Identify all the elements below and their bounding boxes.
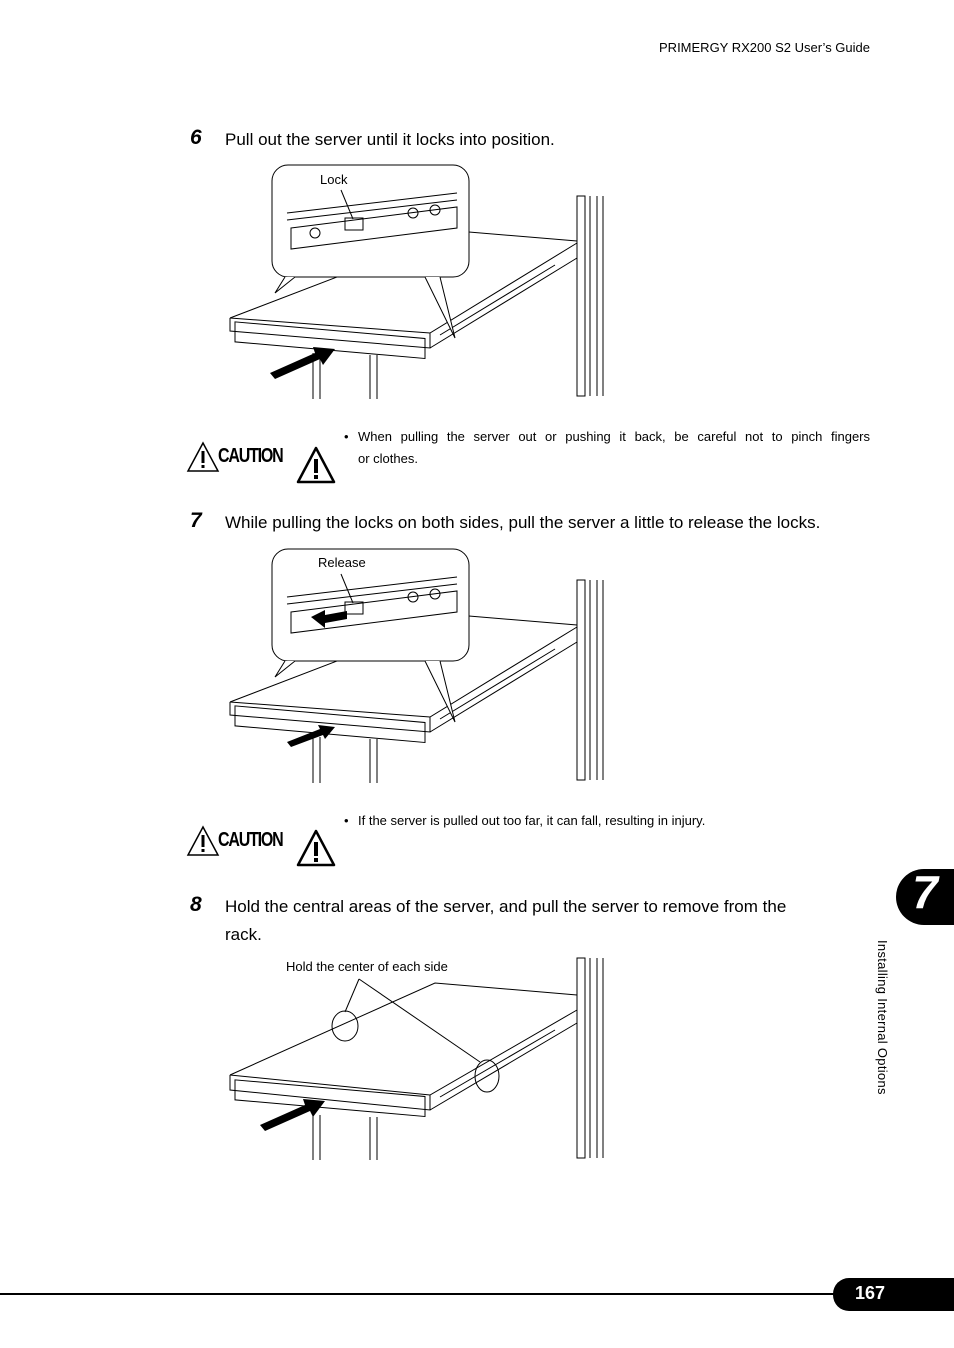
step-7-number: 7 bbox=[190, 509, 202, 532]
caution-2-bullet: • bbox=[344, 813, 349, 828]
chapter-number: 7 bbox=[912, 866, 938, 918]
page-number: 167 bbox=[855, 1283, 886, 1303]
release-label: Release bbox=[318, 555, 366, 570]
hold-center-label: Hold the center of each side bbox=[286, 959, 448, 974]
step-8-text-line2: rack. bbox=[225, 925, 262, 944]
step-8-number: 8 bbox=[190, 893, 202, 916]
caution-2-line1: If the server is pulled out too far, it … bbox=[358, 813, 706, 828]
step-6-text: Pull out the server until it locks into … bbox=[225, 130, 555, 149]
lock-label: Lock bbox=[320, 172, 348, 187]
caution-1-bullet: • bbox=[344, 429, 349, 444]
warning-triangle-icon bbox=[296, 446, 336, 484]
caution-badge: CAUTION bbox=[186, 441, 284, 473]
step-7-text: While pulling the locks on both sides, p… bbox=[225, 513, 821, 532]
footer-rule bbox=[0, 1293, 850, 1295]
chapter-title: Installing Internal Options bbox=[875, 940, 890, 1095]
step-6-number: 6 bbox=[190, 126, 202, 149]
caution-label: CAUTION bbox=[218, 829, 284, 851]
warning-triangle-icon bbox=[296, 829, 336, 867]
chapter-tab: 7 bbox=[896, 866, 954, 925]
page-number-tab: 167 bbox=[833, 1278, 954, 1311]
step-8-text-line1: Hold the central areas of the server, an… bbox=[225, 897, 787, 916]
caution-1-line2: or clothes. bbox=[358, 451, 418, 466]
figure-server-remove bbox=[229, 957, 604, 1160]
running-header: PRIMERGY RX200 S2 User’s Guide bbox=[659, 40, 870, 55]
caution-1-line1: When pulling the server out or pushing i… bbox=[358, 429, 870, 444]
caution-label: CAUTION bbox=[218, 445, 284, 467]
caution-badge-icon bbox=[186, 441, 220, 472]
figure-server-lock bbox=[229, 164, 604, 399]
figure-server-release bbox=[229, 548, 604, 783]
caution-badge-icon bbox=[186, 825, 220, 856]
caution-badge: CAUTION bbox=[186, 825, 284, 857]
